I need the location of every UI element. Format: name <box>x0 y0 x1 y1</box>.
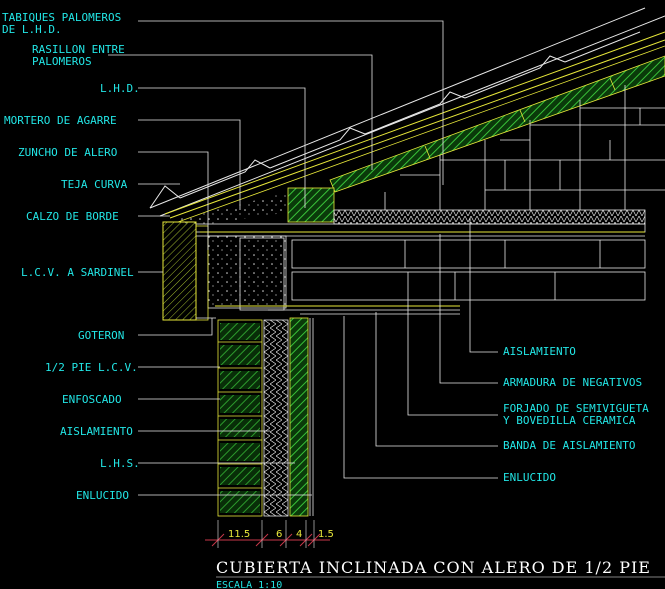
label-medio-pie-lcv: 1/2 PIE L.C.V. <box>45 361 138 374</box>
label-banda-de-aislamiento: BANDA DE AISLAMIENTO <box>503 439 635 452</box>
dim-11-5: 11.5 <box>228 529 250 540</box>
label-mortero-de-agarre: MORTERO DE AGARRE <box>4 114 117 127</box>
label-enfoscado: ENFOSCADO <box>62 393 122 406</box>
zuncho-de-alero-block <box>287 187 335 223</box>
drawing-title: CUBIERTA INCLINADA CON ALERO DE 1/2 PIE <box>216 558 651 577</box>
sardinel <box>162 221 216 321</box>
forjado-slab <box>195 223 646 315</box>
label-forjado-line-1: FORJADO DE SEMIVIGUETA <box>503 402 649 415</box>
label-aislamiento-left: AISLAMIENTO <box>60 425 133 438</box>
dim-4: 4 <box>296 529 302 540</box>
dim-6: 6 <box>276 529 282 540</box>
label-zuncho-de-alero: ZUNCHO DE ALERO <box>18 146 117 159</box>
label-goteron: GOTERON <box>78 329 124 342</box>
label-lcv-a-sardinel: L.C.V. A SARDINEL <box>21 266 134 279</box>
label-forjado-line-2: Y BOVEDILLA CERAMICA <box>503 414 636 427</box>
label-tabiques-palomeros-line-1: TABIQUES PALOMEROS <box>2 11 121 24</box>
dimension-line: 11.5 6 4 1.5 <box>205 520 334 548</box>
leader-lines <box>108 20 498 496</box>
label-rasillon-entre-palomeros-line-2: PALOMEROS <box>32 55 92 68</box>
roof-slope <box>149 7 665 226</box>
label-lhs: L.H.S. <box>100 457 140 470</box>
facade-wall <box>217 317 314 517</box>
label-armadura-de-negativos: ARMADURA DE NEGATIVOS <box>503 376 642 389</box>
drawing-scale: ESCALA 1:10 <box>216 580 282 589</box>
label-aislamiento-right: AISLAMIENTO <box>503 345 576 358</box>
dim-1-5: 1.5 <box>318 529 334 540</box>
label-tabiques-palomeros-line-2: DE L.H.D. <box>2 23 62 36</box>
label-enlucido-right: ENLUCIDO <box>503 471 556 484</box>
label-rasillon-entre-palomeros-line-1: RASILLON ENTRE <box>32 43 125 56</box>
tabiques-palomeros-wall <box>384 85 665 210</box>
label-teja-curva: TEJA CURVA <box>61 178 128 191</box>
label-calzo-de-borde: CALZO DE BORDE <box>26 210 119 223</box>
label-lhd: L.H.D. <box>100 82 140 95</box>
insulation-strip <box>333 209 646 225</box>
label-enlucido-left: ENLUCIDO <box>76 489 129 502</box>
